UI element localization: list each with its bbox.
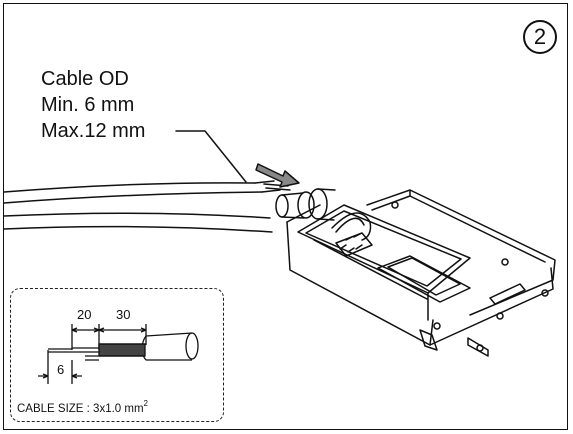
insert-arrow: [255, 163, 300, 188]
od-leader-line: [175, 130, 247, 183]
cable-od-max: Max.12 mm: [41, 120, 146, 142]
cable-strip-inset: [10, 288, 224, 422]
dim-label-30: 30: [116, 307, 131, 322]
step-number-badge: 2: [523, 20, 557, 54]
inset-cable-drawing: [38, 324, 199, 384]
dim-label-20: 20: [77, 307, 92, 322]
cable-od-min: Min. 6 mm: [41, 94, 135, 116]
cable-od-callout: Cable OD Min. 6 mm Max.12 mm: [41, 66, 145, 144]
cable-size-superscript: 2: [143, 399, 148, 408]
cable-size-label: CABLE SIZE : 3x1.0 mm2: [17, 399, 148, 415]
dim-label-6: 6: [57, 362, 65, 377]
cable-gland: [275, 188, 336, 221]
cable-end: [254, 180, 291, 193]
cable-upper: [3, 182, 263, 204]
cable-od-title: Cable OD: [41, 68, 129, 90]
cable-lower: [3, 212, 273, 233]
cable-size-text: CABLE SIZE : 3x1.0 mm: [17, 403, 144, 415]
enclosure-box: [286, 189, 556, 357]
